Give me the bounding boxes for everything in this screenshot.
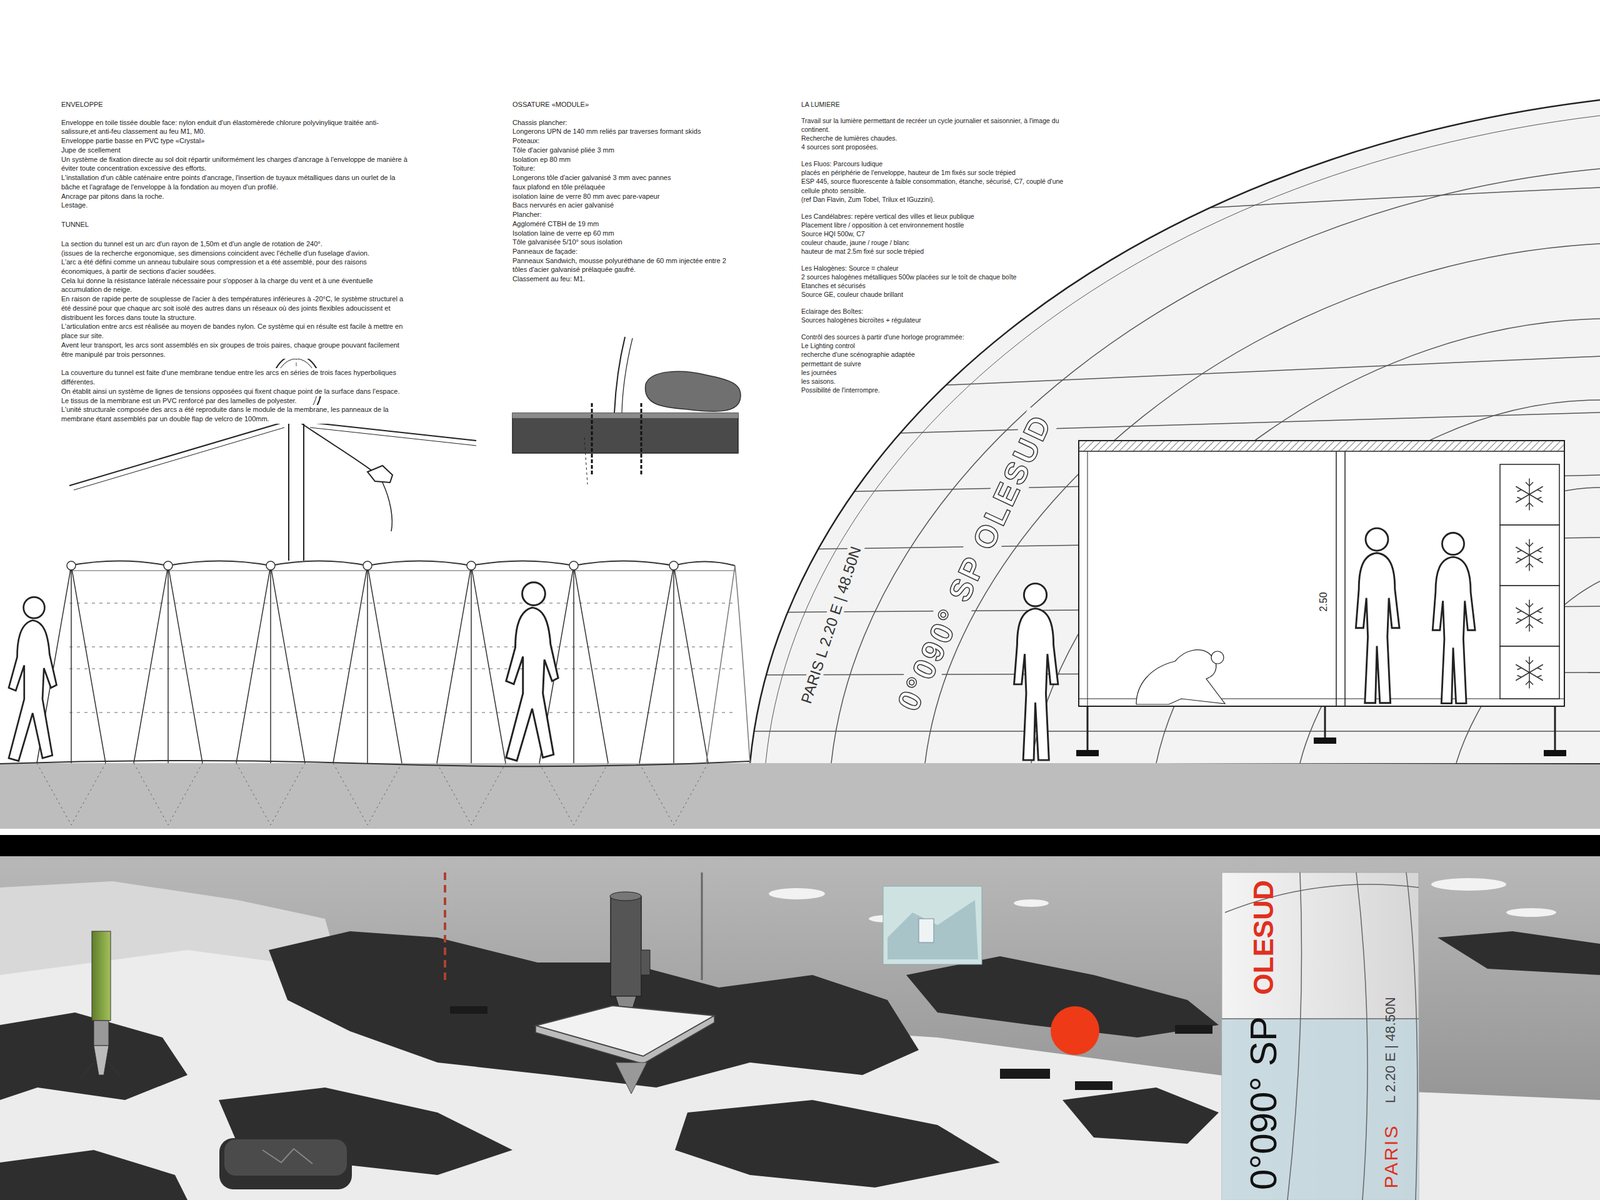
text-column: OSSATURE «MODULE»Chassis plancher:Longer… — [512, 100, 738, 284]
spec-text: Toiture: — [512, 163, 535, 174]
spec-text: Travail sur la lumière permettant de rec… — [801, 116, 1070, 134]
spec-text: Source GE, couleur chaude brillant — [801, 290, 904, 299]
spec-text: Longerons tôle d'acier galvanisé 3 mm av… — [512, 173, 671, 183]
spec-text: La couverture du tunnel est faite d'une … — [61, 368, 412, 387]
spec-text: (ref Dan Flavin, Zum Tobel, Trilux et IG… — [801, 195, 935, 204]
dome — [750, 100, 1600, 764]
spec-text: Les Candélabres: repère vertical des vil… — [801, 211, 975, 221]
dome-inset — [1221, 872, 1419, 1200]
spec-text: Jupe de scellement — [61, 145, 121, 155]
spec-text: L'unité structurale composée des arcs a … — [61, 405, 412, 424]
spec-text: 4 sources sont proposées. — [801, 142, 879, 152]
spec-text: Isolation ep 80 mm — [512, 155, 571, 165]
text-column: ENVELOPPE Enveloppe en toile tissée doubl… — [61, 100, 412, 424]
spec-text: Panneaux de façade: — [512, 246, 578, 257]
dome-lettering: 0°090° SP OLESUD — [890, 406, 1060, 719]
anchor-detail — [512, 336, 741, 485]
spec-text: Un système de fixation directe au sol do… — [61, 155, 412, 174]
spec-text: En raison de rapide perte de souplesse d… — [61, 294, 412, 322]
dome-coordinates: PARIS L 2.20 E | 48.50N — [797, 541, 866, 708]
spec-text: Possibilité de l'interrompre. — [801, 385, 880, 395]
spec-text: Classement au feu: M1. — [512, 274, 585, 284]
spec-text: Le Lighting control — [801, 341, 855, 350]
spec-text: Tôle galvanisée 5/10° sous isolation — [512, 237, 623, 247]
light-objects — [81, 886, 1100, 1190]
spec-text: Avent leur transport, les arcs sont asse… — [61, 340, 412, 359]
people — [8, 528, 1475, 761]
spec-text: Placement libre / opposition à cet envir… — [801, 220, 964, 230]
module-box — [1076, 440, 1567, 757]
spec-text: les journées — [801, 368, 837, 377]
spec-text: isolation laine de verre 80 mm avec pare… — [512, 191, 660, 202]
spec-text: 2 sources halogènes métalliques 500w pla… — [801, 272, 1017, 282]
spec-text: Recherche de lumières chaudes. — [801, 133, 898, 143]
spec-text: Ancrage par pitons dans la roche. — [61, 191, 165, 202]
separator-bar — [0, 835, 1600, 857]
site-photo — [0, 856, 1600, 1200]
spec-text: Enveloppe partie basse en PVC type «Crys… — [61, 136, 205, 146]
spec-text: L'arc a été défini comme un anneau tubul… — [61, 257, 412, 276]
spec-text: Lestage. — [61, 200, 88, 210]
spec-text: permettant de suivre — [801, 359, 862, 369]
spec-text: Cela lui donne la résistance latérale né… — [61, 276, 412, 295]
spec-text: Enveloppe en toile tissée double face: n… — [61, 118, 412, 137]
inset-city: PARIS — [1380, 1124, 1402, 1189]
dimension: 2.50 — [1318, 589, 1330, 614]
section-heading: LA LUMIERE — [801, 100, 840, 109]
ground — [0, 760, 1600, 829]
spec-text: Panneaux Sandwich, mousse polyuréthane d… — [512, 256, 738, 275]
inset-lettering: 0°090° SP — [1243, 1016, 1285, 1190]
spec-text: Aggloméré CTBH de 19 mm — [512, 219, 599, 229]
spec-text: Plancher: — [512, 210, 542, 220]
spec-text: hauteur de mat 2.5m fixé sur socle trépi… — [801, 246, 924, 256]
spec-text: Contrôl des sources à partir d'une horlo… — [801, 332, 965, 342]
spec-text: ESP 445, source fluorescente à faible co… — [801, 176, 1070, 195]
spec-text: recherche d'une scénographie adaptée — [801, 350, 915, 359]
spec-text: Bacs nervurés en acier galvanisé — [512, 200, 614, 210]
spec-text: Les Halogènes: Source = chaleur — [801, 263, 899, 273]
spec-text: La section du tunnel est un arc d'un ray… — [61, 239, 323, 249]
inset-lettering-red: OLESUD — [1248, 880, 1279, 995]
spec-text: (issues de la recherche ergonomique, ses… — [61, 248, 370, 259]
text-column: LA LUMIERE Travail sur la lumière permett… — [801, 100, 1070, 395]
spec-text: faux plafond en tôle prélaquée — [512, 182, 605, 192]
spec-text: Eclairage des Boîtes: — [801, 306, 864, 316]
spec-text: Les Fluos: Parcours ludique — [801, 159, 883, 169]
tunnel-elevation — [36, 561, 750, 826]
spec-text: les saisons. — [801, 376, 836, 386]
spec-text: Le tissus de la membrane est un PVC renf… — [61, 396, 297, 406]
spec-text: On établit ainsi un système de lignes de… — [61, 386, 400, 397]
spec-text: Longerons UPN de 140 mm reliés par trave… — [512, 126, 701, 137]
inset-coordinates: L 2.20 E | 48.50N — [1383, 996, 1399, 1104]
spec-text: L'installation d'un câble caténaire entr… — [61, 173, 412, 192]
spec-text: Poteaux: — [512, 136, 540, 146]
spec-text: Tôle d'acier galvanisé pliée 3 mm — [512, 145, 615, 155]
section-heading: ENVELOPPE — [61, 100, 104, 110]
spec-text: Sources halogènes bicroïtes + régulateur — [801, 315, 922, 325]
spec-text: Source HQI 500w, C7 — [801, 229, 865, 239]
spec-text: L'articulation entre arcs est réalisée a… — [61, 321, 412, 340]
spec-text: Isolation laine de verre ep 60 mm — [512, 228, 615, 239]
spec-text: couleur chaude, jaune / rouge / blanc — [801, 238, 910, 247]
section-heading: TUNNEL — [61, 220, 89, 230]
section-heading: OSSATURE «MODULE» — [512, 100, 589, 110]
spec-text: Etanches et sécurisés — [801, 281, 866, 290]
spec-text: placés en périphérie de l'enveloppe, hau… — [801, 168, 1016, 177]
spec-text: Chassis plancher: — [512, 118, 567, 128]
